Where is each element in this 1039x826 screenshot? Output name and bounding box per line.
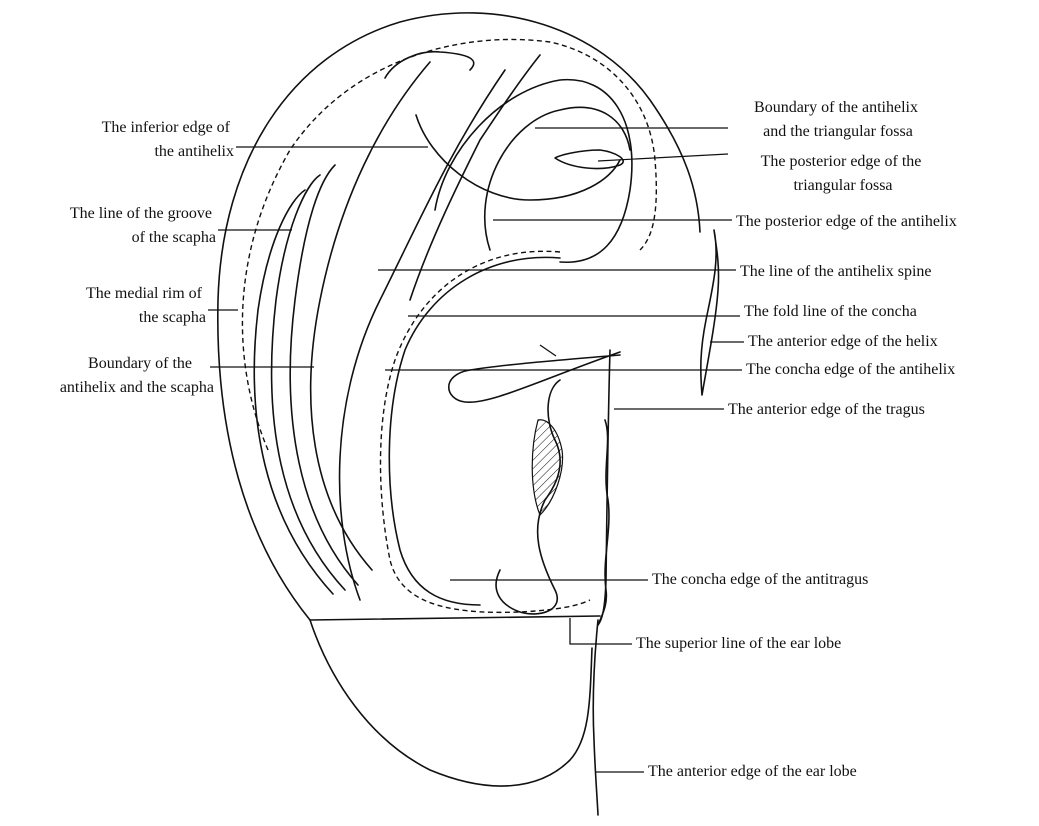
lobe-notch-mark	[570, 618, 598, 644]
label-superior-line-ear-lobe: The superior line of the ear lobe	[636, 635, 841, 652]
label-line: the antihelix	[154, 143, 234, 160]
antihelix-spine-line	[340, 70, 505, 600]
concha-fold-tick	[540, 345, 556, 356]
label-anterior-edge-ear-lobe: The anterior edge of the ear lobe	[648, 763, 857, 780]
label-line: and the triangular fossa	[763, 123, 913, 140]
scapha-inner-line-2	[254, 190, 333, 594]
tragus-anterior-line	[598, 350, 610, 625]
inferior-edge-antihelix-curve	[385, 52, 474, 78]
crus-of-helix	[449, 352, 620, 402]
ear-lobe-anterior-line	[593, 620, 598, 815]
label-boundary-antihelix-scapha: Boundary of the antihelix and the scapha	[60, 355, 214, 396]
label-medial-rim-scapha: The medial rim of the scapha	[86, 285, 206, 326]
label-line: The posterior edge of the	[761, 153, 922, 170]
label-line: The medial rim of	[86, 285, 203, 302]
hatched-region	[532, 420, 562, 515]
label-posterior-edge-antihelix: The posterior edge of the antihelix	[736, 213, 957, 230]
label-line: of the scapha	[132, 229, 216, 246]
label-line: antihelix and the scapha	[60, 379, 214, 396]
label-antihelix-spine: The line of the antihelix spine	[740, 263, 932, 280]
label-anterior-edge-helix: The anterior edge of the helix	[748, 333, 938, 350]
triangular-fossa-inner	[485, 107, 630, 250]
label-line: the scapha	[139, 309, 206, 326]
label-line: Boundary of the	[88, 355, 192, 372]
label-line: The line of the groove	[70, 205, 212, 222]
label-concha-edge-antihelix: The concha edge of the antihelix	[746, 361, 955, 378]
ear-lobe-superior-line	[310, 616, 600, 620]
label-posterior-edge-triangular: The posterior edge of the triangular fos…	[761, 153, 926, 194]
label-groove-scapha: The line of the groove of the scapha	[70, 205, 216, 246]
triangular-fossa-posterior-edge	[555, 150, 623, 169]
concha-outline	[389, 257, 560, 605]
antihelix-upper-arc	[410, 55, 540, 300]
label-fold-line-concha: The fold line of the concha	[744, 303, 917, 320]
label-line: triangular fossa	[793, 177, 892, 194]
label-boundary-antihelix-triangular: Boundary of the antihelix and the triang…	[754, 99, 922, 140]
label-concha-edge-antitragus: The concha edge of the antitragus	[652, 571, 868, 588]
label-line: The inferior edge of	[102, 119, 231, 136]
concha-dashed-outline	[380, 251, 590, 612]
label-line: Boundary of the antihelix	[754, 99, 918, 116]
label-inferior-edge-antihelix: The inferior edge of the antihelix	[102, 119, 234, 160]
scapha-inner-line	[272, 175, 345, 590]
label-anterior-edge-tragus: The anterior edge of the tragus	[728, 401, 925, 418]
ear-lobe-outline	[310, 620, 592, 786]
